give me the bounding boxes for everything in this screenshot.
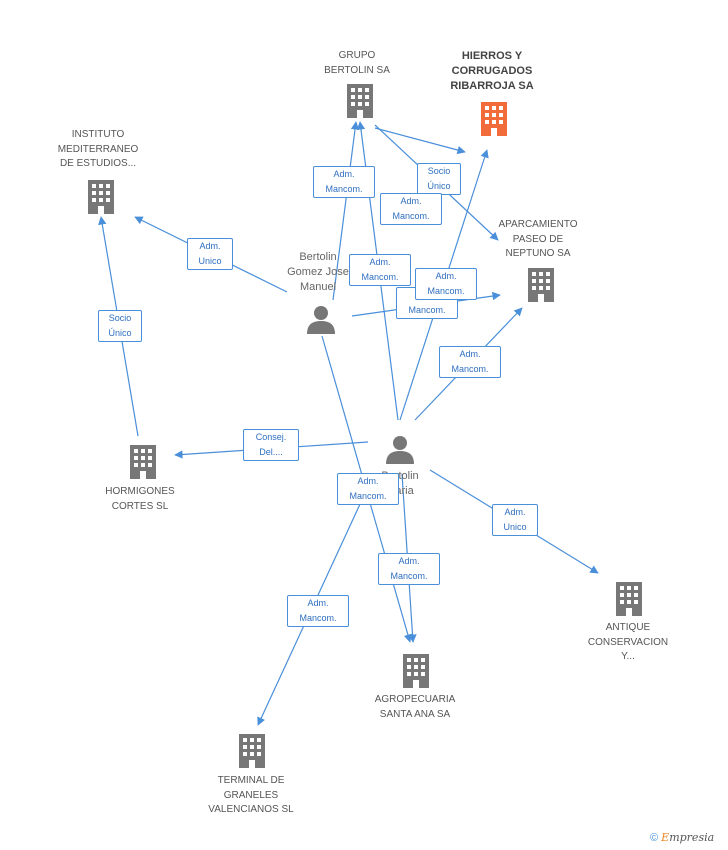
edge-grupo-hierros: [374, 127, 466, 155]
copyright-icon: ©: [650, 832, 659, 844]
building-icon[interactable]: [85, 180, 117, 214]
edge-label-text: Adm. Mancom.: [451, 349, 489, 374]
footer-brand[interactable]: © Empresia: [650, 831, 714, 844]
edge-label-adm-mancom[interactable]: Adm. Mancom.: [380, 193, 442, 225]
edge-label-socio-unico[interactable]: Socio Único: [98, 310, 142, 342]
edge-label-text: Adm. Mancom.: [392, 196, 430, 221]
edge-label-adm-unico[interactable]: Adm. Unico: [492, 504, 538, 536]
company-terminal-label[interactable]: TERMINAL DE GRANELES VALENCIANOS SL: [208, 775, 294, 815]
edge-label-adm-mancom[interactable]: Adm. Mancom.: [415, 268, 477, 300]
edge-label-adm-mancom[interactable]: Adm. Mancom.: [378, 553, 440, 585]
edge-label-adm-mancom[interactable]: Adm. Mancom.: [287, 595, 349, 627]
building-icon-highlighted[interactable]: [478, 102, 510, 136]
company-hierros-label[interactable]: HIERROS Y CORRUGADOS RIBARROJA SA: [450, 50, 534, 92]
company-grupo-bertolin-label[interactable]: GRUPO BERTOLIN SA: [324, 50, 390, 76]
edge-label-text: Adm. Mancom.: [390, 556, 428, 581]
building-icon[interactable]: [613, 582, 645, 616]
company-instituto-label[interactable]: INSTITUTO MEDITERRANEO DE ESTUDIOS...: [57, 129, 139, 169]
company-aparcamiento-label[interactable]: APARCAMIENTO PASEO DE NEPTUNO SA: [498, 219, 578, 259]
edge-label-text: Socio Único: [108, 313, 132, 338]
company-hormigones-label[interactable]: HORMIGONES CORTES SL: [105, 486, 175, 512]
brand-logo: Empresia: [661, 831, 714, 844]
company-agropecuaria-label[interactable]: AGROPECUARIA SANTA ANA SA: [374, 694, 456, 720]
edge-label-adm-mancom[interactable]: Adm. Mancom.: [313, 166, 375, 198]
person-icon[interactable]: [384, 434, 416, 464]
edge-label-adm-mancom[interactable]: Adm. Mancom.: [439, 346, 501, 378]
company-antique-label[interactable]: ANTIQUE CONSERVACION Y...: [587, 622, 669, 662]
edge-label-adm-unico[interactable]: Adm. Unico: [187, 238, 233, 270]
building-icon[interactable]: [525, 268, 557, 302]
edge-label-text: Adm. Mancom.: [427, 271, 465, 296]
edge-p1-grupo: [332, 121, 360, 301]
edge-label-text: Adm. Mancom.: [349, 476, 387, 501]
edge-label-text: Adm. Unico: [503, 507, 527, 532]
person-bertolin-gomez-label[interactable]: Bertolin Gomez Jose Manuel: [287, 251, 349, 293]
building-icon[interactable]: [236, 734, 268, 768]
edge-label-socio-unico[interactable]: Socio Único: [417, 163, 461, 195]
edge-label-text: Adm. Mancom.: [361, 257, 399, 282]
brand-initial: E: [661, 831, 670, 844]
edge-label-adm-mancom[interactable]: Adm. Mancom.: [349, 254, 411, 286]
building-icon[interactable]: [344, 84, 376, 118]
building-icon[interactable]: [400, 654, 432, 688]
edge-label-consej-del[interactable]: Consej. Del....: [243, 429, 299, 461]
edge-label-text: Adm. Mancom.: [325, 169, 363, 194]
edge-label-text: Socio Único: [427, 166, 451, 191]
brand-rest: mpresia: [669, 831, 715, 844]
person-icon[interactable]: [305, 304, 337, 334]
edge-label-adm-mancom[interactable]: Adm. Mancom.: [337, 473, 399, 505]
building-icon[interactable]: [127, 445, 159, 479]
edge-label-text: Adm. Unico: [198, 241, 222, 266]
edge-label-text: Consej. Del....: [255, 432, 287, 457]
edge-label-text: Adm. Mancom.: [299, 598, 337, 623]
